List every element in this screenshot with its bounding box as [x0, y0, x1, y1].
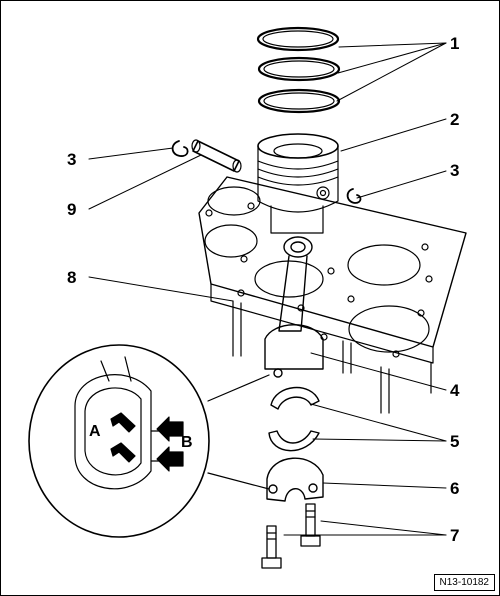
piston-pin	[191, 139, 242, 173]
callout-cylinder-block: 8	[67, 268, 77, 287]
callout-piston-pin: 9	[67, 200, 77, 219]
callout-circlip-right: 3	[450, 161, 460, 180]
bearing-cap	[266, 457, 324, 502]
bearing-shells	[268, 386, 320, 452]
callout-con-rod-bolts: 7	[450, 526, 460, 545]
callout-piston: 2	[450, 110, 460, 129]
detail-marker-a: A	[89, 423, 101, 440]
callout-bearing-shells: 5	[450, 432, 460, 451]
detail-marker-b: B	[181, 434, 193, 451]
cylinder-block	[198, 176, 467, 414]
detail-magnifier	[28, 344, 270, 538]
leader-lines	[88, 42, 447, 536]
figure-id-label: N13-10182	[433, 574, 495, 591]
callout-bearing-cap: 6	[450, 479, 460, 498]
callout-circlip-left: 3	[67, 150, 77, 169]
detail-arrows	[110, 412, 184, 472]
callout-connecting-rod: 4	[450, 381, 460, 400]
piston-rings	[256, 26, 341, 114]
callout-piston-rings: 1	[450, 34, 460, 53]
con-rod-bolts	[261, 503, 321, 569]
piston	[257, 133, 339, 234]
connecting-rod	[264, 236, 324, 378]
